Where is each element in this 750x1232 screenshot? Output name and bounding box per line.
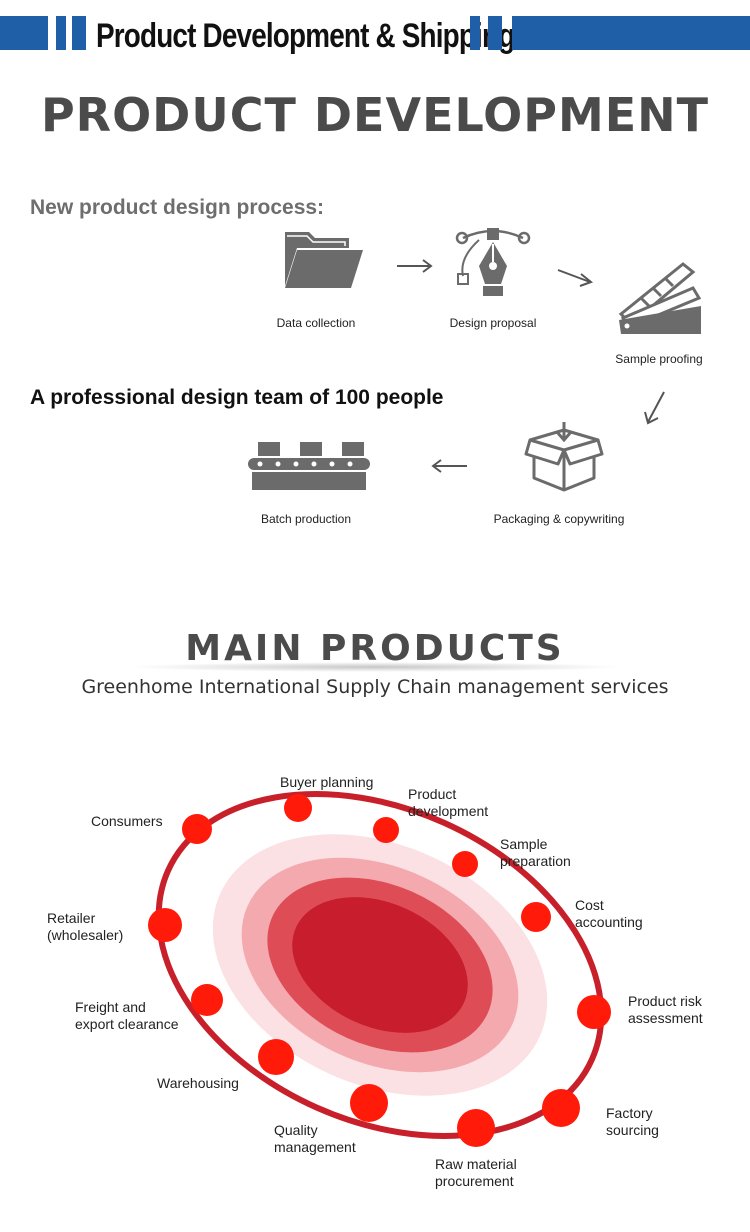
node-label-freight: Freight and export clearance bbox=[75, 999, 179, 1032]
package-box-icon bbox=[524, 422, 604, 492]
arrow-right-icon bbox=[557, 269, 594, 287]
process-title: New product design process: bbox=[30, 196, 325, 219]
node-label-product-risk: Product risk assessment bbox=[628, 993, 703, 1026]
banner-stripe bbox=[56, 16, 66, 50]
node-label-buyer-planning: Buyer planning bbox=[280, 774, 374, 790]
ring-node bbox=[457, 1109, 495, 1147]
banner-stripe bbox=[470, 16, 480, 50]
main-products-heading: MAIN PRODUCTS bbox=[185, 628, 565, 669]
node-label-raw-material: Raw material procurement bbox=[435, 1156, 517, 1189]
ring-node bbox=[542, 1089, 580, 1127]
ring-node bbox=[258, 1039, 294, 1075]
step-label-data-collection: Data collection bbox=[276, 316, 356, 330]
node-label-retailer: Retailer (wholesaler) bbox=[47, 910, 124, 943]
color-swatch-icon bbox=[618, 262, 702, 334]
supply-chain-ring-diagram bbox=[148, 791, 611, 1147]
ring-node bbox=[284, 794, 312, 822]
ring-core bbox=[292, 897, 468, 1033]
banner-stripe bbox=[72, 16, 86, 50]
node-label-quality-management: Quality management bbox=[274, 1122, 356, 1155]
heading-underline-glow bbox=[125, 662, 625, 672]
pen-tool-icon bbox=[455, 228, 531, 296]
ring-node bbox=[182, 814, 212, 844]
banner-stripe bbox=[488, 16, 502, 50]
node-label-product-development: Product development bbox=[408, 786, 489, 819]
banner-bar-right bbox=[512, 16, 750, 50]
node-label-consumers: Consumers bbox=[91, 813, 163, 829]
ring-node bbox=[350, 1084, 388, 1122]
ring-node bbox=[148, 908, 182, 942]
node-label-cost-accounting: Cost accounting bbox=[575, 897, 643, 930]
ring-node bbox=[577, 995, 611, 1029]
node-label-warehousing: Warehousing bbox=[157, 1075, 239, 1091]
step-label-packaging: Packaging & copywriting bbox=[493, 512, 625, 526]
ring-node bbox=[373, 817, 399, 843]
arrow-left-icon bbox=[431, 459, 467, 473]
main-products-subheading: Greenhome International Supply Chain man… bbox=[81, 676, 669, 698]
arrow-down-left-icon bbox=[644, 391, 665, 425]
step-label-sample-proofing: Sample proofing bbox=[615, 352, 703, 366]
node-label-factory-sourcing: Factory sourcing bbox=[606, 1105, 659, 1138]
node-label-sample-preparation: Sample preparation bbox=[500, 836, 571, 869]
ring-path bbox=[155, 791, 605, 1139]
ring-node bbox=[191, 984, 223, 1016]
banner-title: Product Development & Shipping bbox=[96, 17, 515, 55]
arrow-right-icon bbox=[397, 259, 433, 273]
ring-node bbox=[452, 851, 478, 877]
folder-icon bbox=[285, 232, 363, 288]
product-development-heading: PRODUCT DEVELOPMENT bbox=[40, 88, 710, 142]
step-label-design-proposal: Design proposal bbox=[449, 316, 537, 330]
step-label-batch-production: Batch production bbox=[260, 512, 352, 526]
banner-bar-left bbox=[0, 16, 48, 50]
ring-node bbox=[521, 902, 551, 932]
production-line-icon bbox=[248, 442, 370, 490]
team-text: A professional design team of 100 people bbox=[30, 386, 444, 409]
